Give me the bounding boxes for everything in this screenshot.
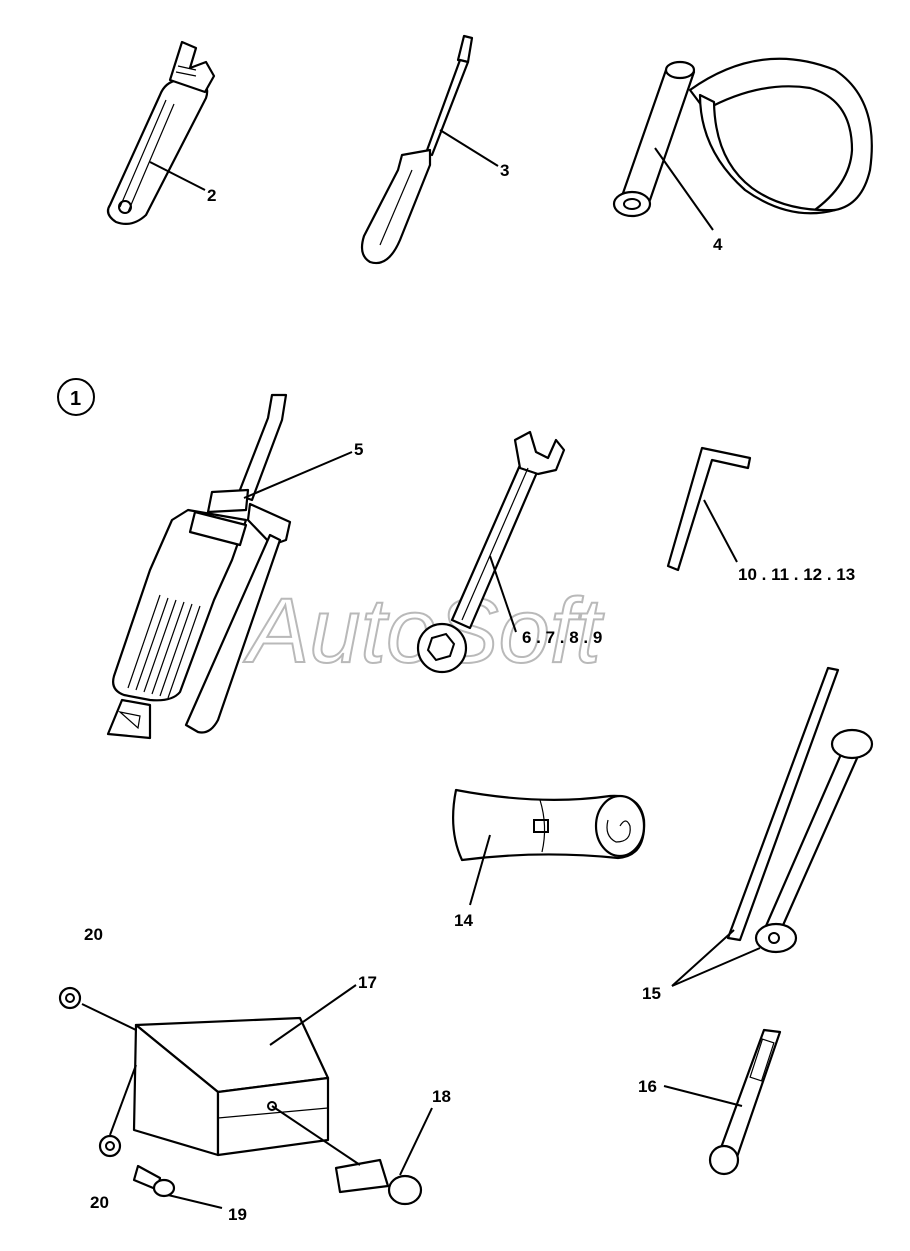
callout-4: 4 [713, 235, 723, 254]
callout-3: 3 [500, 161, 509, 180]
callout-5: 5 [354, 440, 363, 459]
leader-lines [81, 129, 761, 1209]
callout-2: 2 [207, 186, 216, 205]
callout-10-11-12-13: 10 . 11 . 12 . 13 [738, 565, 855, 584]
callout-16: 16 [638, 1077, 657, 1096]
figure-number: 1 [70, 388, 81, 410]
washer-bottom [98, 1134, 122, 1158]
adjustable-wrench [106, 40, 216, 225]
hex-key [666, 446, 752, 572]
screwdriver [360, 34, 474, 265]
bolt [132, 1164, 176, 1198]
callout-15: 15 [642, 984, 661, 1003]
callout-18: 18 [432, 1087, 451, 1106]
callout-20-top: 20 [84, 925, 103, 944]
combination-wrench [416, 430, 566, 674]
figure-number-badge: 1 [57, 378, 95, 416]
callout-6-7-8-9: 6 . 7 . 8 . 9 [522, 628, 602, 647]
grease-gun [106, 393, 292, 740]
spark-plug-spanner [708, 1028, 782, 1176]
tool-roll [452, 788, 646, 862]
washer-top [58, 986, 82, 1010]
callout-19: 19 [228, 1205, 247, 1224]
tool-box [132, 1016, 330, 1157]
callout-14: 14 [454, 911, 473, 930]
lock [334, 1158, 423, 1206]
strap-wrench [612, 57, 873, 218]
callout-20-bottom: 20 [90, 1193, 109, 1212]
rod-and-box-spanner [726, 666, 874, 954]
callout-17: 17 [358, 973, 377, 992]
